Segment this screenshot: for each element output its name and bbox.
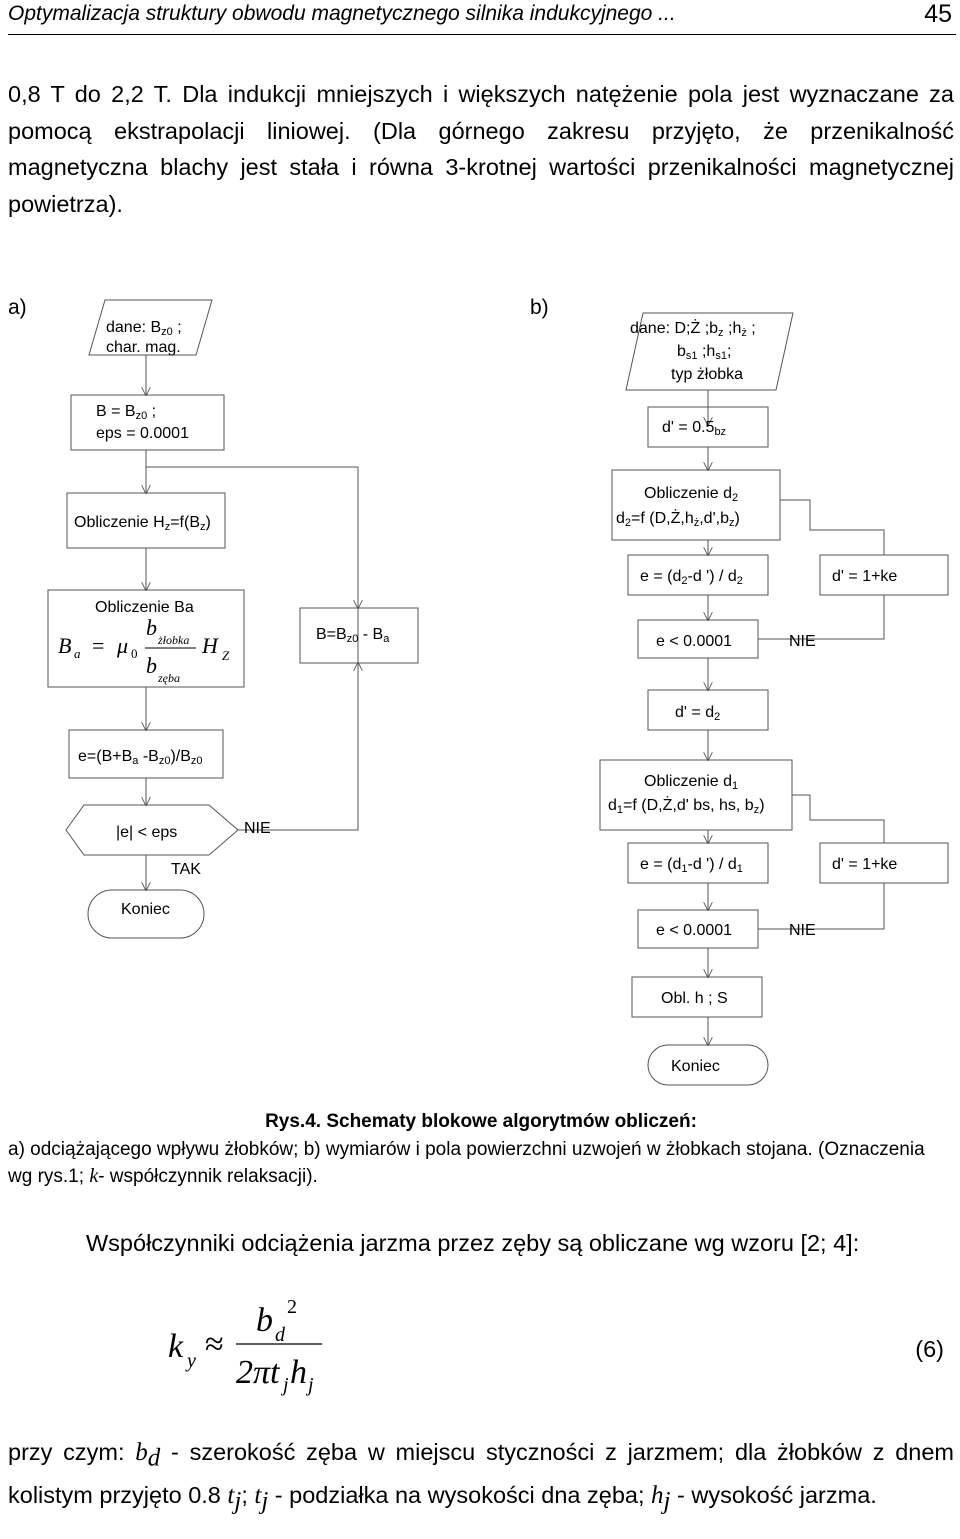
b-cond1: e < 0.0001 — [656, 633, 732, 650]
equation-number: (6) — [915, 1336, 944, 1362]
svg-text:2πt: 2πt — [236, 1354, 281, 1391]
running-title: Optymalizacja struktury obwodu magnetycz… — [8, 2, 676, 25]
diagram-b-label: b) — [530, 296, 549, 319]
b-assign: d' = d2 — [675, 704, 720, 723]
svg-text:b: b — [146, 615, 157, 640]
svg-text:=: = — [92, 633, 104, 658]
page-header: Optymalizacja struktury obwodu magnetycz… — [8, 0, 956, 36]
a-update-b: B=Bz0 - Ba — [316, 626, 390, 645]
b-no2: NIE — [789, 922, 816, 939]
a-decision: |e| < eps — [116, 824, 177, 841]
paragraph-intro: 0,8 T do 2,2 T. Dla indukcji mniejszych … — [8, 81, 954, 217]
diagram-a-label: a) — [8, 296, 27, 319]
b-input-line2: bs1 ;hs1; — [677, 343, 731, 362]
a-end-shape — [87, 889, 205, 939]
b-cond2: e < 0.0001 — [656, 922, 732, 939]
paragraph-formula-intro: Współczynniki odciążenia jarzma przez zę… — [86, 1230, 860, 1256]
svg-text:0: 0 — [131, 646, 138, 661]
b-no1: NIE — [789, 633, 816, 650]
svg-text:d: d — [275, 1324, 286, 1346]
svg-text:b: b — [146, 653, 157, 678]
svg-text:y: y — [185, 1350, 196, 1372]
b-end: Koniec — [671, 1058, 720, 1075]
svg-text:j: j — [305, 1374, 314, 1396]
b-calc-d1-shape — [599, 759, 793, 831]
svg-text:b: b — [256, 1302, 273, 1339]
b-relax1: d' = 1+ke — [832, 568, 897, 585]
svg-text:j: j — [280, 1374, 289, 1396]
b-relax2: d' = 1+ke — [832, 856, 897, 873]
b-obl: Obl. h ; S — [661, 990, 728, 1007]
a-end: Koniec — [121, 901, 170, 918]
equation-6: k y ≈ b d 2 2πt j h j — [168, 1296, 322, 1396]
b-err2-shape — [627, 554, 769, 596]
svg-text:2: 2 — [287, 1296, 297, 1318]
a-formula: B a = μ 0 b żłobka b zęba H Z — [58, 615, 230, 685]
svg-text:μ: μ — [116, 633, 128, 658]
b-calc-d1-title: Obliczenie d1 — [644, 773, 738, 792]
a-yes-label: TAK — [171, 861, 201, 878]
figure-caption-body: a) odciążającego wpływu żłobków; b) wymi… — [8, 1139, 925, 1187]
svg-text:a: a — [74, 646, 81, 661]
svg-text:B = Bz0 ;: B = Bz0 ; — [96, 403, 156, 422]
a-calc-hz: Obliczenie Hz=f(Bz) — [74, 514, 211, 533]
paragraph-definitions: przy czym: bd - szerokość zęba w miejscu… — [8, 1439, 954, 1515]
svg-text:Z: Z — [222, 648, 230, 663]
page-number: 45 — [924, 0, 952, 28]
b-init: d' = 0.5bz — [662, 419, 726, 438]
b-input-shape — [625, 312, 794, 391]
svg-text:B: B — [58, 633, 71, 658]
a-no-label: NIE — [244, 820, 271, 837]
b-err2: e = (d2-d ') / d2 — [640, 568, 743, 587]
a-decision-shape — [65, 804, 239, 856]
a-input-line2: char. mag. — [106, 339, 181, 356]
a-calc-ba-title: Obliczenie Ba — [95, 599, 194, 616]
a-init-line1: B = B — [96, 403, 136, 420]
b-calc-d2-shape — [611, 469, 781, 541]
b-end-shape — [647, 1044, 769, 1086]
b-input-line1: dane: D;Ż ;bz ;hż ; — [630, 318, 756, 339]
flowcharts: a) dane: Bz0 ; char. mag. B = Bz0 ; eps … — [8, 296, 949, 1086]
a-error: e=(B+Ba -Bz0)/Bz0 — [78, 748, 203, 767]
b-calc-d2-formula: d2=f (D,Ż,hż,d',bz) — [616, 508, 740, 529]
svg-text:żłobka: żłobka — [157, 633, 189, 647]
a-init-shape — [70, 394, 225, 451]
a-input-line1: dane: B — [106, 319, 161, 336]
svg-text:dane: Bz0 ;: dane: Bz0 ; — [106, 319, 182, 338]
figure-caption-title: Rys.4. Schematy blokowe algorytmów oblic… — [265, 1111, 697, 1132]
b-err1-shape — [627, 842, 769, 884]
b-calc-d1-formula: d1=f (D,Ż,d' bs, hs, bz) — [608, 795, 765, 816]
b-calc-d2-title: Obliczenie d2 — [644, 485, 738, 504]
svg-text:H: H — [201, 633, 219, 658]
svg-text:zęba: zęba — [157, 671, 180, 685]
b-obl-shape — [631, 976, 763, 1018]
svg-text:h: h — [290, 1354, 307, 1391]
a-init-line2: eps = 0.0001 — [96, 425, 189, 442]
svg-text:k: k — [168, 1328, 184, 1365]
header-rule — [8, 34, 956, 35]
svg-text:≈: ≈ — [205, 1326, 224, 1363]
a-input-shape — [88, 299, 213, 356]
b-input-line3: typ żłobka — [671, 366, 743, 383]
b-err1: e = (d1-d ') / d1 — [640, 856, 743, 875]
